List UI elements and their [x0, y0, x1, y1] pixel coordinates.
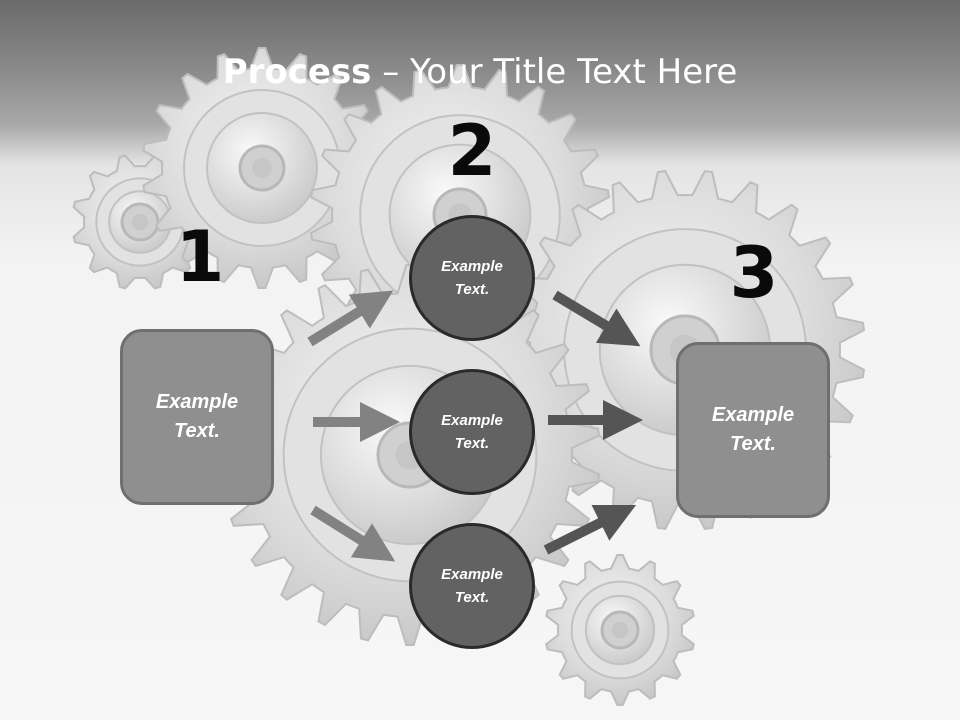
step-1-box: Example Text. [120, 329, 274, 505]
step-3-text: Example Text. [711, 404, 795, 455]
step-2-circle-middle: Example Text. [409, 369, 535, 495]
step-number-1: 1 [175, 216, 225, 298]
page-title: Process – Your Title Text Here [0, 52, 960, 92]
circle-middle-text: Example Text. [441, 412, 503, 452]
gear-bottom-right [545, 554, 695, 706]
title-rest: – Your Title Text Here [371, 52, 738, 92]
arrow-1-to-top [307, 290, 394, 347]
arrow-top-to-3 [552, 290, 641, 347]
title-bold: Process [222, 52, 372, 92]
circle-top-text: Example Text. [441, 258, 503, 298]
step-1-text: Example Text. [155, 391, 239, 442]
circle-bottom-text: Example Text. [441, 566, 503, 606]
step-3-box: Example Text. [676, 342, 830, 518]
step-2-circle-bottom: Example Text. [409, 523, 535, 649]
step-number-3: 3 [729, 232, 779, 314]
arrow-1-to-bottom [310, 505, 396, 562]
step-number-2: 2 [447, 110, 497, 192]
step-2-circle-top: Example Text. [409, 215, 535, 341]
arrow-bottom-to-3 [543, 504, 637, 555]
